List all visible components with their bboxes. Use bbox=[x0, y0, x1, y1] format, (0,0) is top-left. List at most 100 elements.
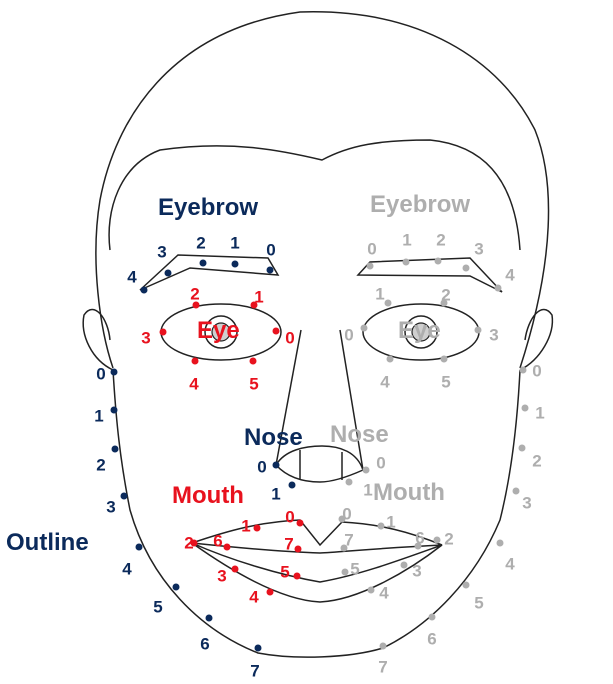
eye-right-point-3 bbox=[474, 326, 482, 334]
eyebrow-right-point-4 bbox=[494, 284, 502, 292]
nose-left-point-1 bbox=[288, 481, 296, 489]
mouth-right-point-label-0: 0 bbox=[342, 504, 351, 523]
eye-right-point-label-4: 4 bbox=[380, 372, 390, 391]
nose-right-point-1 bbox=[345, 478, 353, 486]
mouth-right-point-4 bbox=[367, 586, 375, 594]
mouth-left-point-label-1: 1 bbox=[241, 516, 250, 535]
outline-left-point-5 bbox=[172, 583, 180, 591]
hairline bbox=[108, 139, 521, 251]
nose-bridge-right bbox=[339, 329, 364, 471]
eyebrow-right-point-3 bbox=[462, 264, 470, 272]
eye-left-point-label-2: 2 bbox=[190, 284, 199, 303]
right-pupil bbox=[411, 322, 431, 342]
outline-right-point-label-7: 7 bbox=[378, 657, 387, 676]
nose-left-point-0 bbox=[272, 461, 280, 469]
outline-left-point-label-2: 2 bbox=[96, 455, 105, 474]
outline-right-point-label-2: 2 bbox=[532, 451, 541, 470]
eye-right-point-0 bbox=[360, 324, 368, 332]
eyebrow-left-point-label-0: 0 bbox=[266, 240, 275, 259]
eye-left-point-3 bbox=[159, 328, 167, 336]
eye-left-point-label-4: 4 bbox=[189, 374, 199, 393]
outline-left-point-label-6: 6 bbox=[200, 634, 209, 653]
mouth-right-point-1 bbox=[377, 522, 385, 530]
eyebrow-right-point-label-3: 3 bbox=[474, 239, 483, 258]
outline-left-point-0 bbox=[110, 368, 118, 376]
eyebrow-left-point-3 bbox=[164, 269, 172, 277]
eye-right-point-2 bbox=[440, 299, 448, 307]
nose-septum bbox=[299, 450, 343, 480]
eye-right-point-5 bbox=[440, 355, 448, 363]
outline-left-point-2 bbox=[111, 445, 119, 453]
outline-right-point-2 bbox=[518, 444, 526, 452]
mouth-right-point-label-6: 6 bbox=[415, 528, 424, 547]
eye-right-point-label-5: 5 bbox=[441, 372, 450, 391]
eye-right-point-1 bbox=[384, 299, 392, 307]
eyebrow-right-point-label-4: 4 bbox=[505, 265, 515, 284]
nose-base bbox=[275, 445, 364, 483]
nose-left-point-label-0: 0 bbox=[257, 457, 266, 476]
eye-right-point-label-1: 1 bbox=[375, 284, 384, 303]
mouth-right-point-0 bbox=[338, 515, 346, 523]
right-iris bbox=[404, 315, 438, 349]
eyebrow-right-point-label-1: 1 bbox=[402, 230, 411, 249]
mouth-right-point-label-2: 2 bbox=[444, 529, 453, 548]
eyebrow-right-point-label-2: 2 bbox=[436, 230, 445, 249]
mouth-left-point-label-7: 7 bbox=[284, 534, 293, 553]
eye-left-point-label-0: 0 bbox=[285, 328, 294, 347]
eyebrow-left-point-4 bbox=[140, 286, 148, 294]
eyebrow-right-point-0 bbox=[366, 262, 374, 270]
mouth-left-point-5 bbox=[293, 572, 301, 580]
mouth-right-point-label-7: 7 bbox=[344, 530, 353, 549]
outline-left-point-label-3: 3 bbox=[106, 497, 115, 516]
mouth-left-label: Mouth bbox=[172, 482, 244, 509]
eye-left-point-label-3: 3 bbox=[141, 328, 150, 347]
left-iris bbox=[204, 315, 238, 349]
eyebrow-left-point-0 bbox=[266, 266, 274, 274]
section-labels: Eyebrow Eyebrow Eye Eye Nose Nose Mouth … bbox=[6, 191, 470, 556]
eye-right-point-label-0: 0 bbox=[344, 325, 353, 344]
eye-right-point-label-2: 2 bbox=[441, 285, 450, 304]
outline-left-point-6 bbox=[205, 614, 213, 622]
mouth-right-point-label-4: 4 bbox=[379, 583, 389, 602]
outline-right-point-label-0: 0 bbox=[532, 361, 541, 380]
outline-left-point-3 bbox=[120, 492, 128, 500]
mouth-left-point-label-5: 5 bbox=[280, 562, 289, 581]
outline-right-point-3 bbox=[512, 487, 520, 495]
outline-right-point-label-3: 3 bbox=[522, 493, 531, 512]
left-eyebrow-shape bbox=[139, 254, 280, 291]
mouth-left-point-1 bbox=[253, 524, 261, 532]
nose-right-label: Nose bbox=[330, 421, 389, 448]
eye-left-point-label-1: 1 bbox=[254, 287, 263, 306]
mouth-left-point-0 bbox=[296, 519, 304, 527]
left-ear bbox=[82, 308, 114, 371]
eyebrow-right-label: Eyebrow bbox=[370, 191, 470, 218]
mouth-left-point-label-6: 6 bbox=[213, 531, 222, 550]
nose-left-point-label-1: 1 bbox=[271, 484, 280, 503]
outline-left-point-label-4: 4 bbox=[122, 559, 132, 578]
eyebrow-right-point-label-0: 0 bbox=[367, 239, 376, 258]
eye-left-point-1 bbox=[250, 301, 258, 309]
mouth-right-point-label-3: 3 bbox=[412, 561, 421, 580]
eyebrow-left-point-label-1: 1 bbox=[230, 233, 239, 252]
mouth-right-label: Mouth bbox=[373, 479, 445, 506]
nose-left-label: Nose bbox=[244, 424, 303, 451]
mouth-left-point-label-0: 0 bbox=[285, 507, 294, 526]
eye-left-point-5 bbox=[249, 357, 257, 365]
eyebrow-left-point-label-2: 2 bbox=[196, 233, 205, 252]
mouth-left-point-6 bbox=[223, 543, 231, 551]
eyebrow-right-point-2 bbox=[434, 257, 442, 265]
left-pupil bbox=[211, 322, 231, 342]
mouth-right-point-6 bbox=[414, 542, 422, 550]
outline-right-point-label-4: 4 bbox=[505, 554, 515, 573]
face-drawing bbox=[82, 11, 554, 658]
eyebrow-left-point-label-3: 3 bbox=[157, 242, 166, 261]
mouth-right-point-5 bbox=[341, 568, 349, 576]
outline-left-point-7 bbox=[254, 644, 262, 652]
eye-left-point-2 bbox=[192, 301, 200, 309]
lower-lip bbox=[191, 542, 443, 603]
outline-right-point-1 bbox=[521, 404, 529, 412]
eyebrow-right-point-1 bbox=[402, 258, 410, 266]
outline-right-point-6 bbox=[428, 613, 436, 621]
right-ear bbox=[519, 308, 554, 371]
